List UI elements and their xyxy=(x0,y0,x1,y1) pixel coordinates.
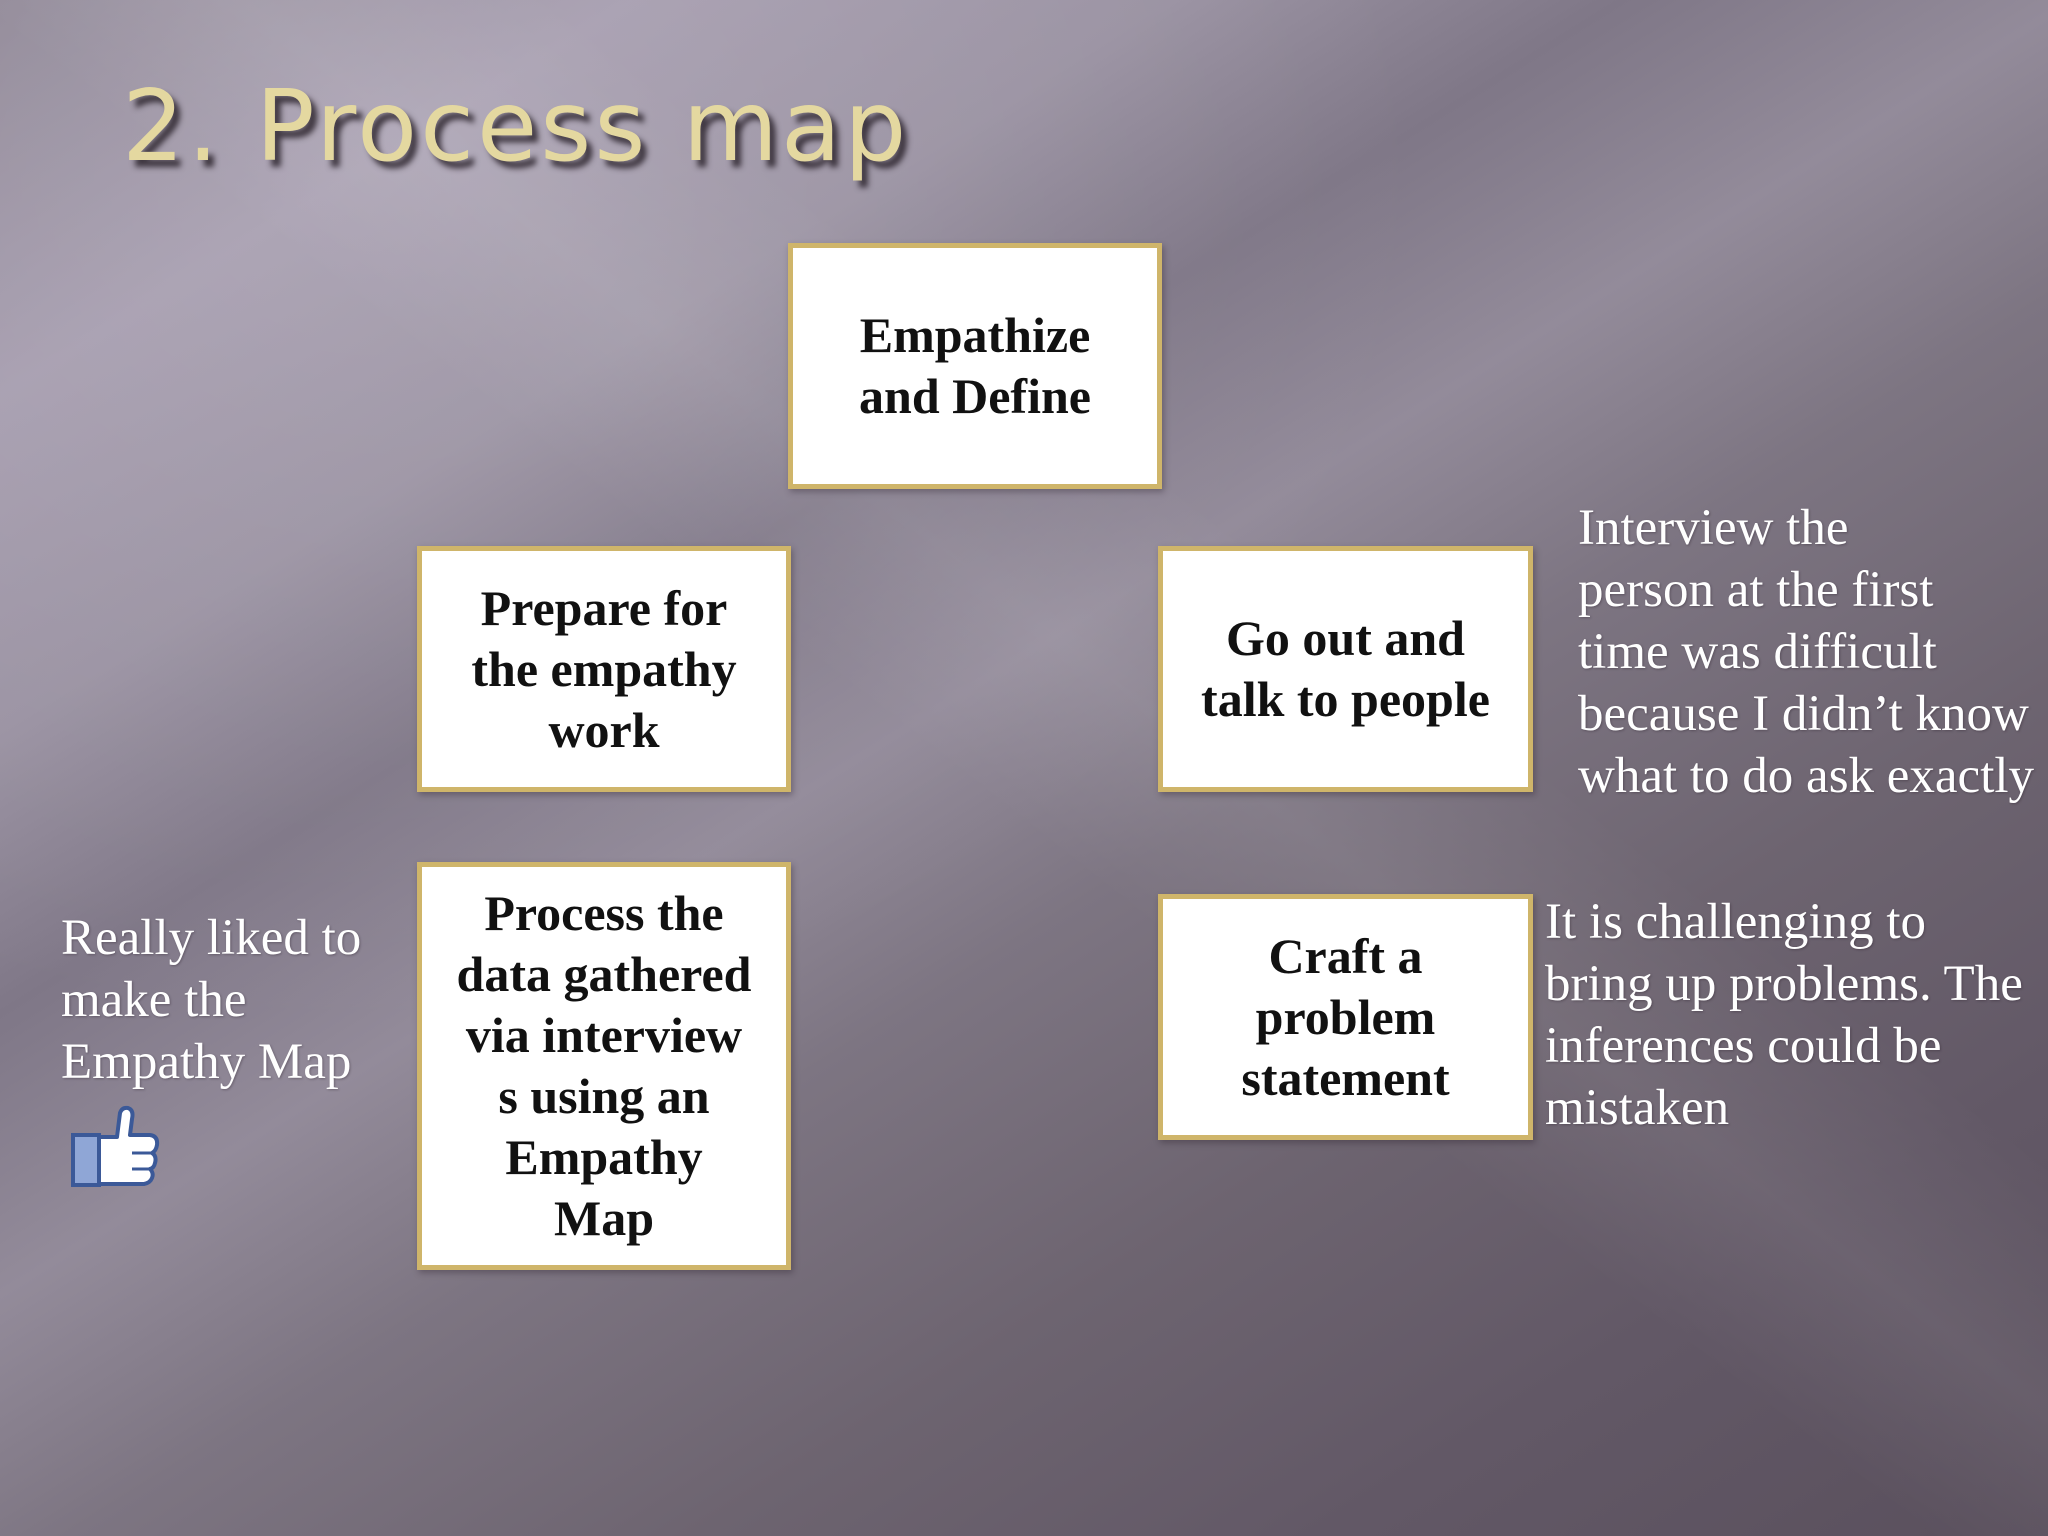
note-line: inferences could be xyxy=(1545,1018,1942,1074)
note-line: It is challenging to xyxy=(1545,894,1927,950)
slide-title: 2. Process map xyxy=(122,70,910,184)
step-line: Process the xyxy=(484,885,724,941)
note-problems: It is challenging to bring up problems. … xyxy=(1545,891,2048,1139)
note-line: make the xyxy=(61,972,247,1028)
step-line: the empathy xyxy=(471,640,737,697)
step-line: statement xyxy=(1241,1049,1450,1106)
note-line: Interview the xyxy=(1578,500,1849,556)
step-empathize-define: Empathize and Define xyxy=(788,243,1162,489)
step-line: Prepare for xyxy=(480,579,728,636)
step-line: Map xyxy=(554,1190,654,1246)
note-line: mistaken xyxy=(1545,1080,1730,1136)
note-line: Empathy Map xyxy=(61,1034,352,1090)
step-prepare-empathy-work: Prepare for the empathy work xyxy=(417,546,791,792)
note-line: time was difficult xyxy=(1578,624,1937,680)
thumb-finger-lines xyxy=(132,1151,152,1171)
step-line: data gathered xyxy=(456,946,752,1002)
step-line: Empathy xyxy=(505,1129,703,1185)
step-line: Go out and xyxy=(1226,610,1465,666)
note-line: because I didn’t know xyxy=(1578,686,2029,742)
step-process-data: Process the data gathered via interview … xyxy=(417,862,791,1270)
step-go-out-talk: Go out and talk to people xyxy=(1158,546,1533,792)
step-line: Empathize xyxy=(859,307,1091,363)
thumb-cuff xyxy=(71,1133,101,1187)
step-line: problem xyxy=(1255,988,1436,1045)
step-line: work xyxy=(548,701,660,758)
step-line: via interview xyxy=(465,1007,743,1063)
note-line: what to do ask exactly xyxy=(1578,748,2035,804)
step-line: Craft a xyxy=(1268,927,1423,984)
step-line: and Define xyxy=(859,368,1091,424)
note-interview: Interview the person at the first time w… xyxy=(1578,497,2048,807)
note-line: person at the first xyxy=(1578,562,1934,618)
step-line: talk to people xyxy=(1201,671,1490,727)
thumb-hand xyxy=(97,1105,160,1186)
thumbs-up-icon xyxy=(70,1105,160,1190)
step-line: s using an xyxy=(498,1068,710,1124)
step-craft-problem-statement: Craft a problem statement xyxy=(1158,894,1533,1140)
note-line: Really liked to xyxy=(61,910,362,966)
note-line: bring up problems. The xyxy=(1545,956,2023,1012)
note-empathy-map: Really liked to make the Empathy Map xyxy=(61,907,411,1093)
